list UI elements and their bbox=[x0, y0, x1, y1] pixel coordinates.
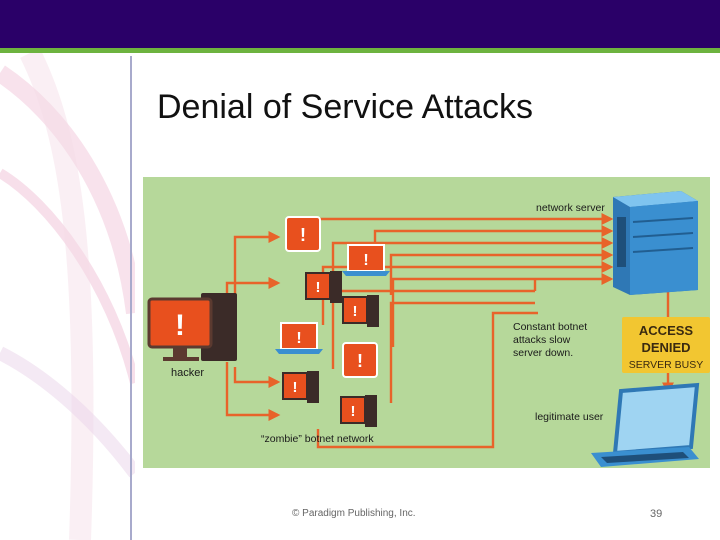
svg-text:!: ! bbox=[296, 330, 301, 347]
botnet-description-line-3: server down. bbox=[513, 347, 573, 359]
access-denied-line-1: ACCESS bbox=[639, 323, 694, 338]
svg-text:!: ! bbox=[316, 279, 321, 296]
legitimate-user-label: legitimate user bbox=[535, 411, 604, 423]
legitimate-user-laptop-icon bbox=[591, 382, 700, 467]
hacker-computer-icon: ! bbox=[147, 293, 237, 361]
svg-text:!: ! bbox=[293, 379, 298, 396]
network-server-icon bbox=[613, 191, 698, 295]
zombie-pc-1: ! bbox=[305, 271, 342, 303]
left-divider-line bbox=[130, 56, 132, 540]
zombie-tablet-2: ! bbox=[342, 342, 378, 378]
zombie-laptop-2: ! bbox=[275, 322, 323, 354]
access-denied-line-2: DENIED bbox=[641, 340, 690, 355]
svg-text:!: ! bbox=[175, 309, 185, 342]
server-busy-label: SERVER BUSY bbox=[629, 359, 704, 371]
zombie-pc-2: ! bbox=[342, 295, 379, 327]
zombie-pc-4: ! bbox=[340, 395, 377, 427]
svg-text:!: ! bbox=[353, 303, 358, 320]
left-decoration bbox=[0, 53, 135, 540]
svg-text:!: ! bbox=[300, 225, 306, 245]
access-denied-sign: ACCESS DENIED SERVER BUSY bbox=[622, 317, 710, 373]
hacker-label: hacker bbox=[171, 367, 204, 379]
network-server-label: network server bbox=[536, 202, 605, 214]
zombie-devices: ! ! ! ! ! ! ! ! bbox=[275, 216, 390, 427]
zombie-laptop-1: ! bbox=[342, 244, 390, 276]
svg-text:!: ! bbox=[357, 351, 363, 371]
header-bar bbox=[0, 0, 720, 48]
botnet-diagram: network server ! hacker ! ! ! ! ! ! ! ! … bbox=[143, 177, 710, 468]
botnet-description-line-2: attacks slow bbox=[513, 334, 571, 346]
svg-text:!: ! bbox=[351, 403, 356, 420]
botnet-description-line-1: Constant botnet bbox=[513, 321, 587, 333]
zombie-tablet-1: ! bbox=[285, 216, 321, 252]
header-accent-stripe bbox=[0, 48, 720, 53]
zombie-network-label: “zombie” botnet network bbox=[261, 433, 374, 445]
page-number: 39 bbox=[650, 508, 663, 520]
botnet-description: Constant botnet attacks slow server down… bbox=[513, 321, 590, 359]
slide-title: Denial of Service Attacks bbox=[157, 88, 534, 126]
zombie-pc-3: ! bbox=[282, 371, 319, 403]
svg-text:!: ! bbox=[363, 252, 368, 269]
footer-copyright: © Paradigm Publishing, Inc. bbox=[292, 508, 416, 519]
